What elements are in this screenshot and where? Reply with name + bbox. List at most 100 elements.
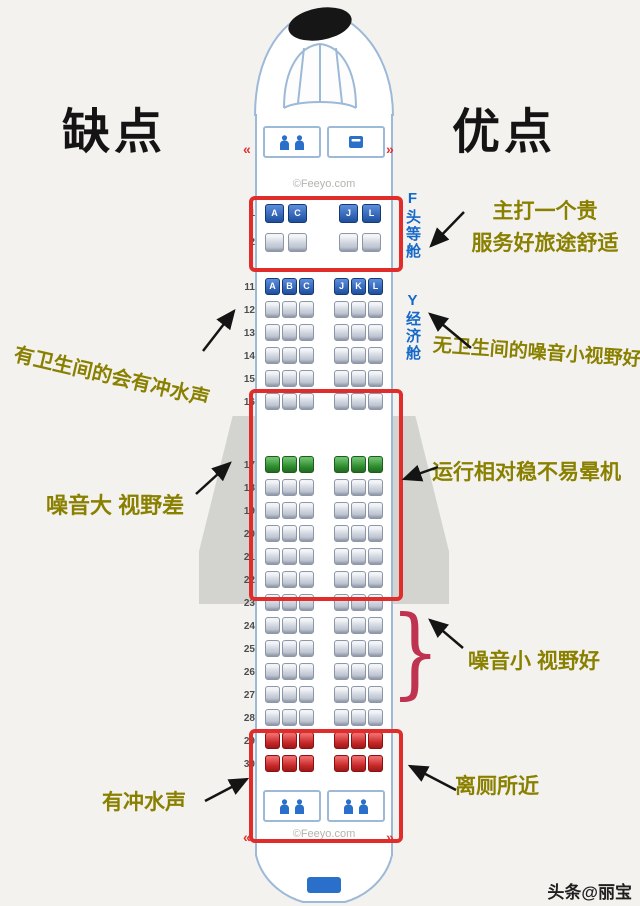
seat[interactable]: K xyxy=(351,278,366,295)
seat[interactable] xyxy=(299,709,314,726)
seat[interactable] xyxy=(265,548,280,565)
seat[interactable] xyxy=(299,502,314,519)
seat[interactable] xyxy=(265,502,280,519)
seat[interactable] xyxy=(351,548,366,565)
seat[interactable]: A xyxy=(265,204,284,223)
seat[interactable] xyxy=(334,370,349,387)
seat[interactable] xyxy=(334,617,349,634)
seat[interactable] xyxy=(299,525,314,542)
seat[interactable] xyxy=(265,347,280,364)
seat[interactable] xyxy=(282,686,297,703)
seat[interactable]: L xyxy=(362,204,381,223)
seat[interactable] xyxy=(299,663,314,680)
seat[interactable] xyxy=(339,233,358,252)
seat[interactable] xyxy=(265,479,280,496)
seat[interactable] xyxy=(334,393,349,410)
seat[interactable] xyxy=(265,233,284,252)
seat[interactable] xyxy=(282,370,297,387)
seat[interactable]: J xyxy=(334,278,349,295)
seat[interactable] xyxy=(351,479,366,496)
seat[interactable] xyxy=(351,456,366,473)
seat[interactable] xyxy=(282,456,297,473)
seat[interactable] xyxy=(351,571,366,588)
seat[interactable] xyxy=(299,755,314,772)
seat[interactable] xyxy=(299,686,314,703)
seat[interactable] xyxy=(334,640,349,657)
seat[interactable] xyxy=(282,479,297,496)
seat[interactable] xyxy=(351,755,366,772)
seat[interactable] xyxy=(282,640,297,657)
seat[interactable] xyxy=(282,663,297,680)
seat[interactable] xyxy=(265,755,280,772)
seat[interactable] xyxy=(299,393,314,410)
seat[interactable] xyxy=(334,301,349,318)
seat[interactable] xyxy=(299,548,314,565)
seat[interactable] xyxy=(265,324,280,341)
seat[interactable] xyxy=(368,479,383,496)
seat[interactable] xyxy=(334,548,349,565)
seat[interactable] xyxy=(368,324,383,341)
seat[interactable] xyxy=(299,571,314,588)
seat[interactable] xyxy=(282,548,297,565)
seat[interactable]: C xyxy=(299,278,314,295)
seat[interactable] xyxy=(351,393,366,410)
seat[interactable] xyxy=(351,525,366,542)
seat[interactable] xyxy=(368,347,383,364)
seat[interactable] xyxy=(265,393,280,410)
seat[interactable]: B xyxy=(282,278,297,295)
seat[interactable] xyxy=(282,324,297,341)
seat[interactable] xyxy=(368,301,383,318)
seat[interactable] xyxy=(282,347,297,364)
seat[interactable] xyxy=(368,709,383,726)
seat[interactable] xyxy=(265,686,280,703)
seat[interactable] xyxy=(368,663,383,680)
seat[interactable] xyxy=(265,640,280,657)
seat[interactable] xyxy=(282,571,297,588)
seat[interactable] xyxy=(334,324,349,341)
seat[interactable]: A xyxy=(265,278,280,295)
seat[interactable]: C xyxy=(288,204,307,223)
seat[interactable] xyxy=(368,393,383,410)
seat[interactable] xyxy=(265,571,280,588)
seat[interactable] xyxy=(265,617,280,634)
seat[interactable] xyxy=(351,347,366,364)
seat[interactable] xyxy=(282,709,297,726)
seat[interactable] xyxy=(351,301,366,318)
seat[interactable] xyxy=(334,663,349,680)
seat[interactable] xyxy=(282,525,297,542)
seat[interactable] xyxy=(368,686,383,703)
seat[interactable] xyxy=(334,571,349,588)
seat[interactable] xyxy=(282,617,297,634)
seat[interactable] xyxy=(282,502,297,519)
seat[interactable] xyxy=(299,347,314,364)
seat[interactable] xyxy=(351,663,366,680)
seat[interactable] xyxy=(265,663,280,680)
seat[interactable] xyxy=(368,571,383,588)
seat[interactable] xyxy=(282,301,297,318)
seat[interactable] xyxy=(334,755,349,772)
seat[interactable] xyxy=(282,755,297,772)
seat[interactable] xyxy=(368,640,383,657)
seat[interactable] xyxy=(351,617,366,634)
seat[interactable] xyxy=(368,548,383,565)
seat[interactable] xyxy=(334,525,349,542)
seat[interactable] xyxy=(299,617,314,634)
seat[interactable] xyxy=(334,347,349,364)
seat[interactable] xyxy=(265,456,280,473)
seat[interactable] xyxy=(351,324,366,341)
seat[interactable] xyxy=(368,617,383,634)
seat[interactable] xyxy=(351,502,366,519)
seat[interactable] xyxy=(351,709,366,726)
seat[interactable] xyxy=(351,640,366,657)
seat[interactable] xyxy=(334,479,349,496)
seat[interactable] xyxy=(351,370,366,387)
seat[interactable] xyxy=(368,755,383,772)
seat[interactable] xyxy=(368,502,383,519)
seat[interactable] xyxy=(334,709,349,726)
seat[interactable] xyxy=(299,370,314,387)
seat[interactable] xyxy=(265,301,280,318)
seat[interactable] xyxy=(299,324,314,341)
seat[interactable] xyxy=(299,640,314,657)
seat[interactable] xyxy=(368,370,383,387)
seat[interactable] xyxy=(265,525,280,542)
